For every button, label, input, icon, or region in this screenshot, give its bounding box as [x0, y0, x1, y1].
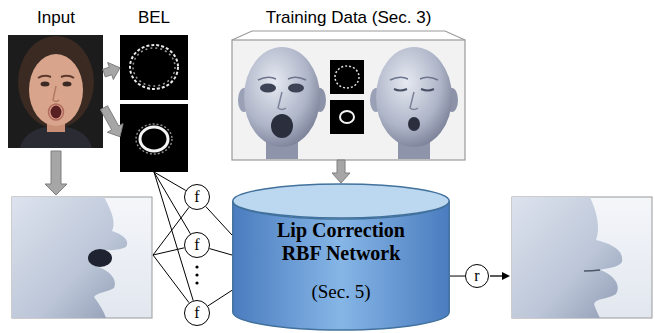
input-lip-render: [12, 197, 152, 318]
training-head-closed: [376, 47, 452, 147]
training-head-open: [238, 47, 326, 159]
node-symbol: r: [474, 268, 479, 284]
output-lip-render: [512, 197, 652, 318]
input-photo: [63, 82, 72, 87]
training-head-open: [271, 114, 293, 138]
training-head-closed: [394, 89, 434, 91]
input-photo: [53, 86, 59, 102]
connector-line: [208, 290, 232, 306]
feature-node: f: [184, 300, 210, 326]
node-symbol: f: [194, 237, 199, 253]
training-data-box: [232, 31, 465, 40]
input-photo: [8, 35, 103, 148]
bel-image: [120, 104, 188, 172]
training-data-panel: Training Data (Sec. 3): [232, 4, 465, 160]
ellipsis-dots: [195, 273, 198, 276]
training-head-closed: [370, 47, 458, 159]
training-head-open: [288, 84, 304, 93]
input-photo: [8, 35, 103, 148]
output-lip-render: [512, 197, 622, 318]
training-data-box: [232, 40, 465, 160]
node-symbol: f: [194, 189, 199, 205]
input-lip-render: [88, 249, 112, 267]
feature-node: f: [184, 184, 210, 210]
input-photo: [18, 36, 94, 128]
ellipsis-dots: [195, 281, 198, 284]
panel-heading: Input: [37, 8, 75, 28]
input-photo: [41, 82, 50, 87]
rbf-network-cylinder: Lip Correction RBF Network (Sec. 5): [232, 183, 450, 330]
output-lip-render: [584, 270, 600, 271]
bel-image: [120, 35, 188, 172]
node-symbol: f: [194, 305, 199, 321]
flow-arrow: [332, 160, 350, 183]
connector-line: [450, 276, 465, 277]
ellipsis-dots: [195, 265, 198, 284]
output-arrow: [490, 272, 510, 280]
bel-image: [136, 124, 172, 154]
training-head-closed: [408, 117, 420, 131]
input-photo: [61, 76, 74, 78]
bel-image: [130, 45, 178, 89]
training-data-box: [232, 31, 465, 160]
training-head-open: [260, 84, 276, 93]
input-photo: [29, 54, 83, 126]
connector-line: [209, 249, 232, 255]
training-head-open: [244, 47, 320, 147]
output-lip-render: [512, 197, 652, 318]
training-bel-image: [335, 66, 359, 88]
flow-arrow: [103, 62, 120, 79]
training-bel-image: [330, 100, 364, 134]
training-head-closed: [410, 92, 418, 110]
network-title: Lip Correction RBF Network: [256, 219, 426, 265]
feature-line: [153, 255, 189, 303]
flow-arrow: [45, 151, 67, 195]
input-photo: [51, 106, 62, 119]
training-head-closed: [390, 77, 438, 80]
training-bel-image: [330, 60, 364, 94]
output-arrow: [502, 272, 510, 280]
output-arrow: [490, 275, 503, 276]
cylinder-body: [233, 201, 449, 330]
connector-line: [206, 207, 232, 235]
training-head-open: [258, 77, 306, 80]
panel-heading: BEL: [138, 8, 170, 28]
training-bel-image: [330, 60, 364, 134]
cylinder-top: [233, 184, 449, 218]
input-photo: [38, 76, 51, 78]
flow-arrow: [100, 106, 123, 137]
bel-image: [133, 48, 175, 86]
ellipsis-dots: [195, 265, 198, 268]
panel-heading: Training Data (Sec. 3): [266, 8, 432, 28]
feature-node: f: [184, 232, 210, 258]
input-photo-panel: Input: [8, 4, 104, 148]
input-lip-render: [12, 197, 152, 318]
input-lip-render: [12, 197, 127, 318]
bel-image: [140, 127, 168, 151]
training-bel-image: [340, 111, 354, 123]
bel-panel: BEL: [120, 4, 188, 172]
reconstruction-node: r: [465, 264, 489, 288]
bel-image: [120, 35, 188, 100]
training-head-open: [278, 92, 286, 110]
feature-line: [153, 248, 184, 255]
input-photo: [49, 104, 64, 120]
section-ref: (Sec. 5): [311, 281, 370, 303]
